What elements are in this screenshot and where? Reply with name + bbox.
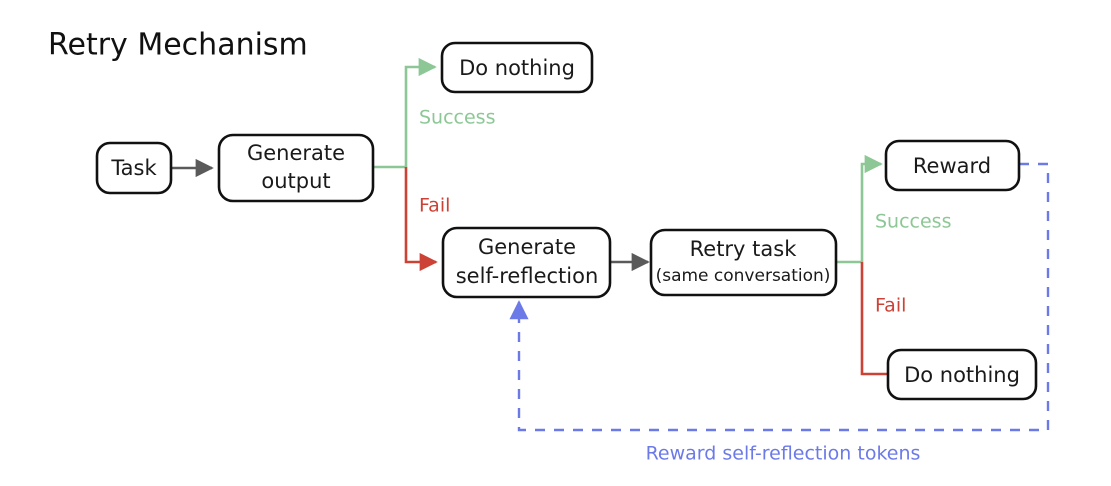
node-do-nothing-bottom-label: Do nothing bbox=[904, 363, 1020, 387]
node-do-nothing-top-label: Do nothing bbox=[459, 56, 575, 80]
node-generate-output-label-line2: output bbox=[261, 169, 330, 193]
node-generate-self-reflection-box bbox=[441, 226, 612, 299]
node-generate-self-reflection-label-line2: self-reflection bbox=[456, 264, 599, 288]
edge-label-success-right: Success bbox=[875, 211, 951, 233]
edge-fail-to-do-nothing-bottom bbox=[860, 262, 890, 376]
node-do-nothing-bottom[interactable]: Do nothing bbox=[886, 348, 1038, 401]
node-reward-label: Reward bbox=[913, 154, 991, 178]
node-do-nothing-bottom-box bbox=[886, 348, 1038, 401]
edge-success-to-reward bbox=[860, 154, 883, 262]
edge-fail-to-generate-self-reflection bbox=[404, 167, 438, 272]
node-do-nothing-top-box bbox=[440, 41, 594, 94]
edge-label-reward-loop: Reward self-reflection tokens bbox=[646, 443, 921, 465]
edge-label-success-left: Success bbox=[419, 107, 495, 129]
node-generate-output[interactable]: Generate output bbox=[217, 133, 375, 203]
node-retry-task-label-line1: Retry task bbox=[690, 237, 798, 261]
node-generate-output-box bbox=[217, 133, 375, 203]
node-generate-self-reflection[interactable]: Generate self-reflection bbox=[441, 226, 612, 299]
node-reward[interactable]: Reward bbox=[884, 139, 1021, 192]
node-do-nothing-top[interactable]: Do nothing bbox=[440, 41, 594, 94]
node-retry-task-label-line2: (same conversation) bbox=[656, 266, 831, 286]
node-reward-box bbox=[884, 139, 1021, 192]
node-retry-task[interactable]: Retry task (same conversation) bbox=[649, 228, 838, 297]
edge-label-fail-right: Fail bbox=[875, 295, 906, 317]
node-generate-output-label-line1: Generate bbox=[247, 141, 345, 165]
edge-reward-self-reflection-loop bbox=[509, 162, 1050, 432]
node-task-label: Task bbox=[110, 156, 157, 180]
edge-label-fail-left: Fail bbox=[419, 195, 450, 217]
node-generate-self-reflection-label-line1: Generate bbox=[478, 235, 576, 259]
node-retry-task-box bbox=[649, 228, 838, 297]
node-task-box bbox=[95, 141, 173, 195]
page-title: Retry Mechanism bbox=[48, 28, 308, 63]
node-task[interactable]: Task bbox=[95, 141, 173, 195]
edge-success-to-do-nothing-top bbox=[404, 57, 437, 167]
